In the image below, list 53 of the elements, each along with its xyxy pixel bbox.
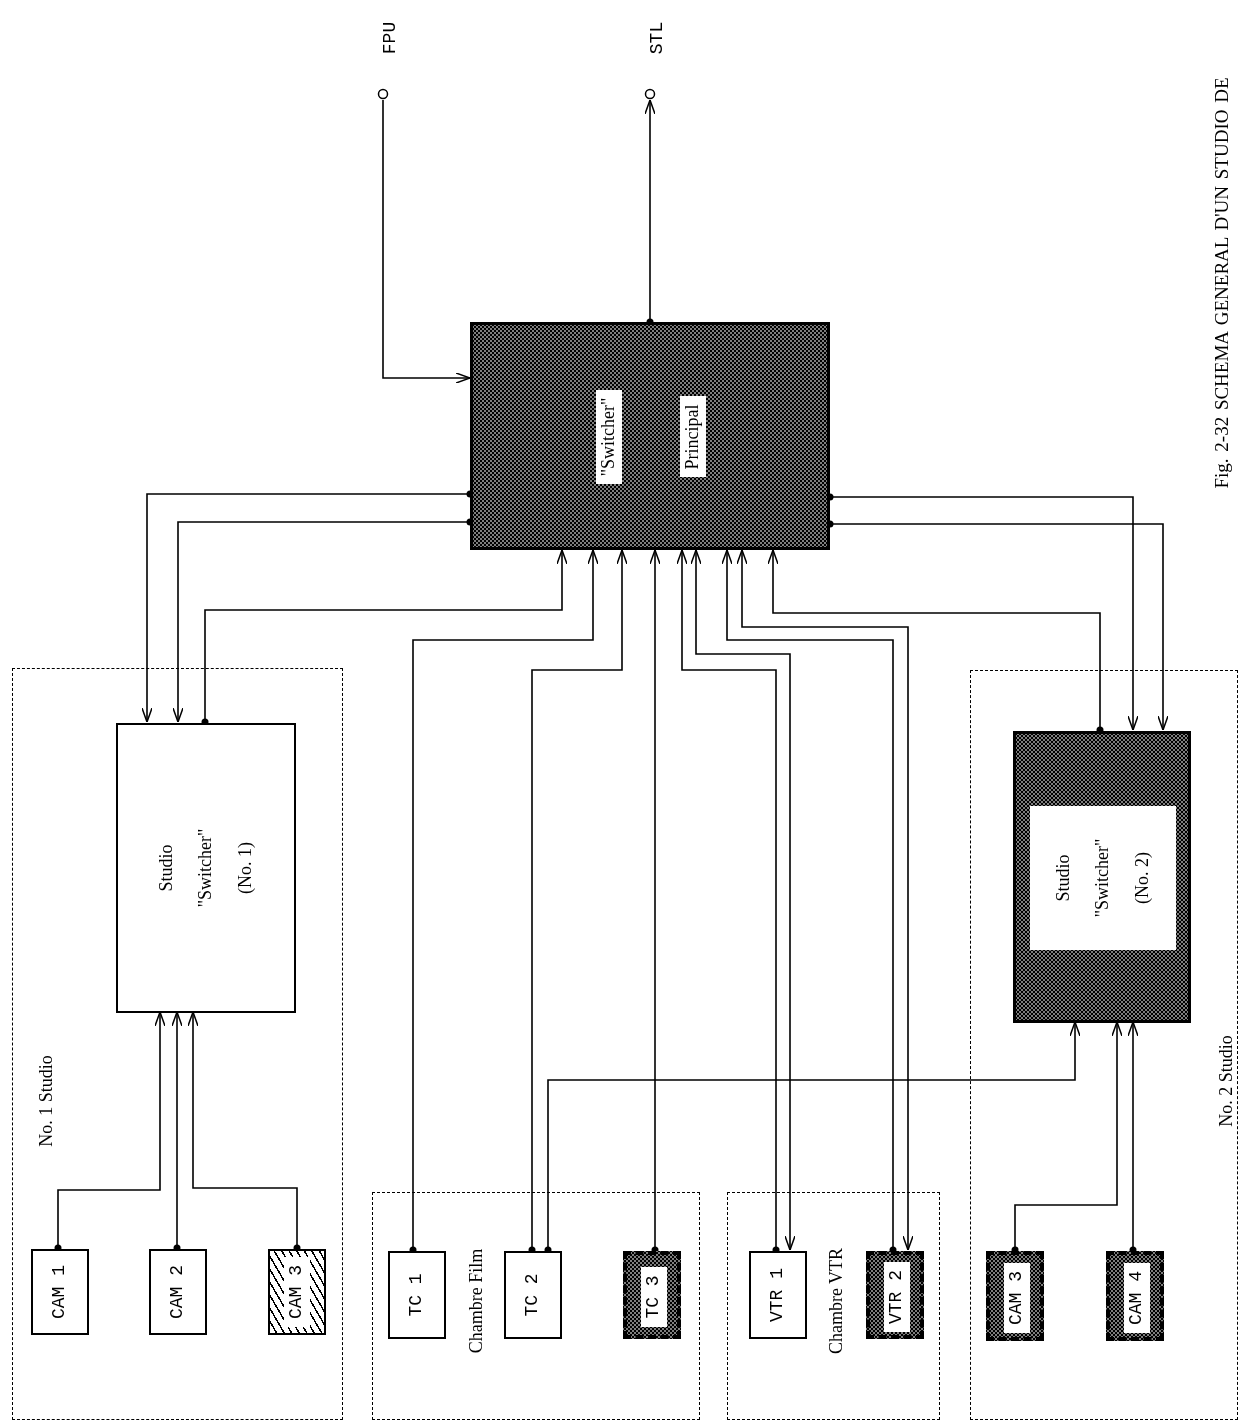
box-label: Principal [680,396,706,478]
arrow [528,549,628,1254]
equipment-box [749,1251,807,1339]
box-label: Studio "Switcher" (No. 2) [1029,805,1177,951]
equipment-box [1106,1251,1164,1341]
switcher-box [116,723,296,1013]
box-label: CAM 1 [49,1265,71,1319]
arrow [54,1011,166,1252]
arrow [201,549,568,726]
equipment-box [31,1249,89,1335]
box-label: TC 2 [522,1273,544,1317]
room-label: Chambre VTR [825,1247,847,1355]
box-label: CAM 4 [1124,1263,1150,1333]
arrow [721,549,897,1254]
signal-label: STL [647,21,667,55]
switcher-box [1013,731,1191,1023]
equipment-box [866,1251,924,1339]
equipment-box [623,1251,681,1339]
arrow [649,549,661,1254]
room-boundary [372,1192,700,1420]
arrow [171,1011,183,1252]
room-label: Chambre Film [465,1248,487,1354]
room-label: No. 1 Studio [35,1055,57,1147]
room-boundary [727,1192,940,1420]
box-label: TC 3 [641,1267,667,1327]
box-label: VTR 2 [884,1262,910,1332]
equipment-box [268,1249,326,1335]
equipment-box [388,1251,446,1339]
room-boundary [12,668,343,1420]
signal-label: FPU [380,21,400,55]
arrow [676,549,780,1254]
arrow [1127,1021,1139,1254]
box-label: VTR 1 [767,1268,789,1322]
arrow [409,549,599,1254]
equipment-box [504,1251,562,1339]
equipment-box [149,1249,207,1335]
box-label: TC 1 [406,1273,428,1317]
box-label: Studio "Switcher" (No. 1) [154,827,256,910]
box-label: CAM 3 [284,1257,310,1327]
room-label: No. 2 Studio [1215,1035,1237,1127]
arrow [544,1021,1081,1254]
switcher-box [470,322,830,550]
arrow [187,1011,301,1252]
arrow [690,549,796,1251]
arrow [382,99,471,384]
figure-caption: Fig. 2-32 SCHEMA GENERAL D'UN STUDIO DE [1211,77,1233,489]
equipment-box [986,1251,1044,1341]
box-label: "Switcher" [596,389,622,485]
arrow [1011,1021,1123,1254]
room-boundary [970,670,1238,1420]
arrow [736,549,914,1251]
box-label: CAM 3 [1004,1263,1030,1333]
box-label: CAM 2 [167,1265,189,1319]
